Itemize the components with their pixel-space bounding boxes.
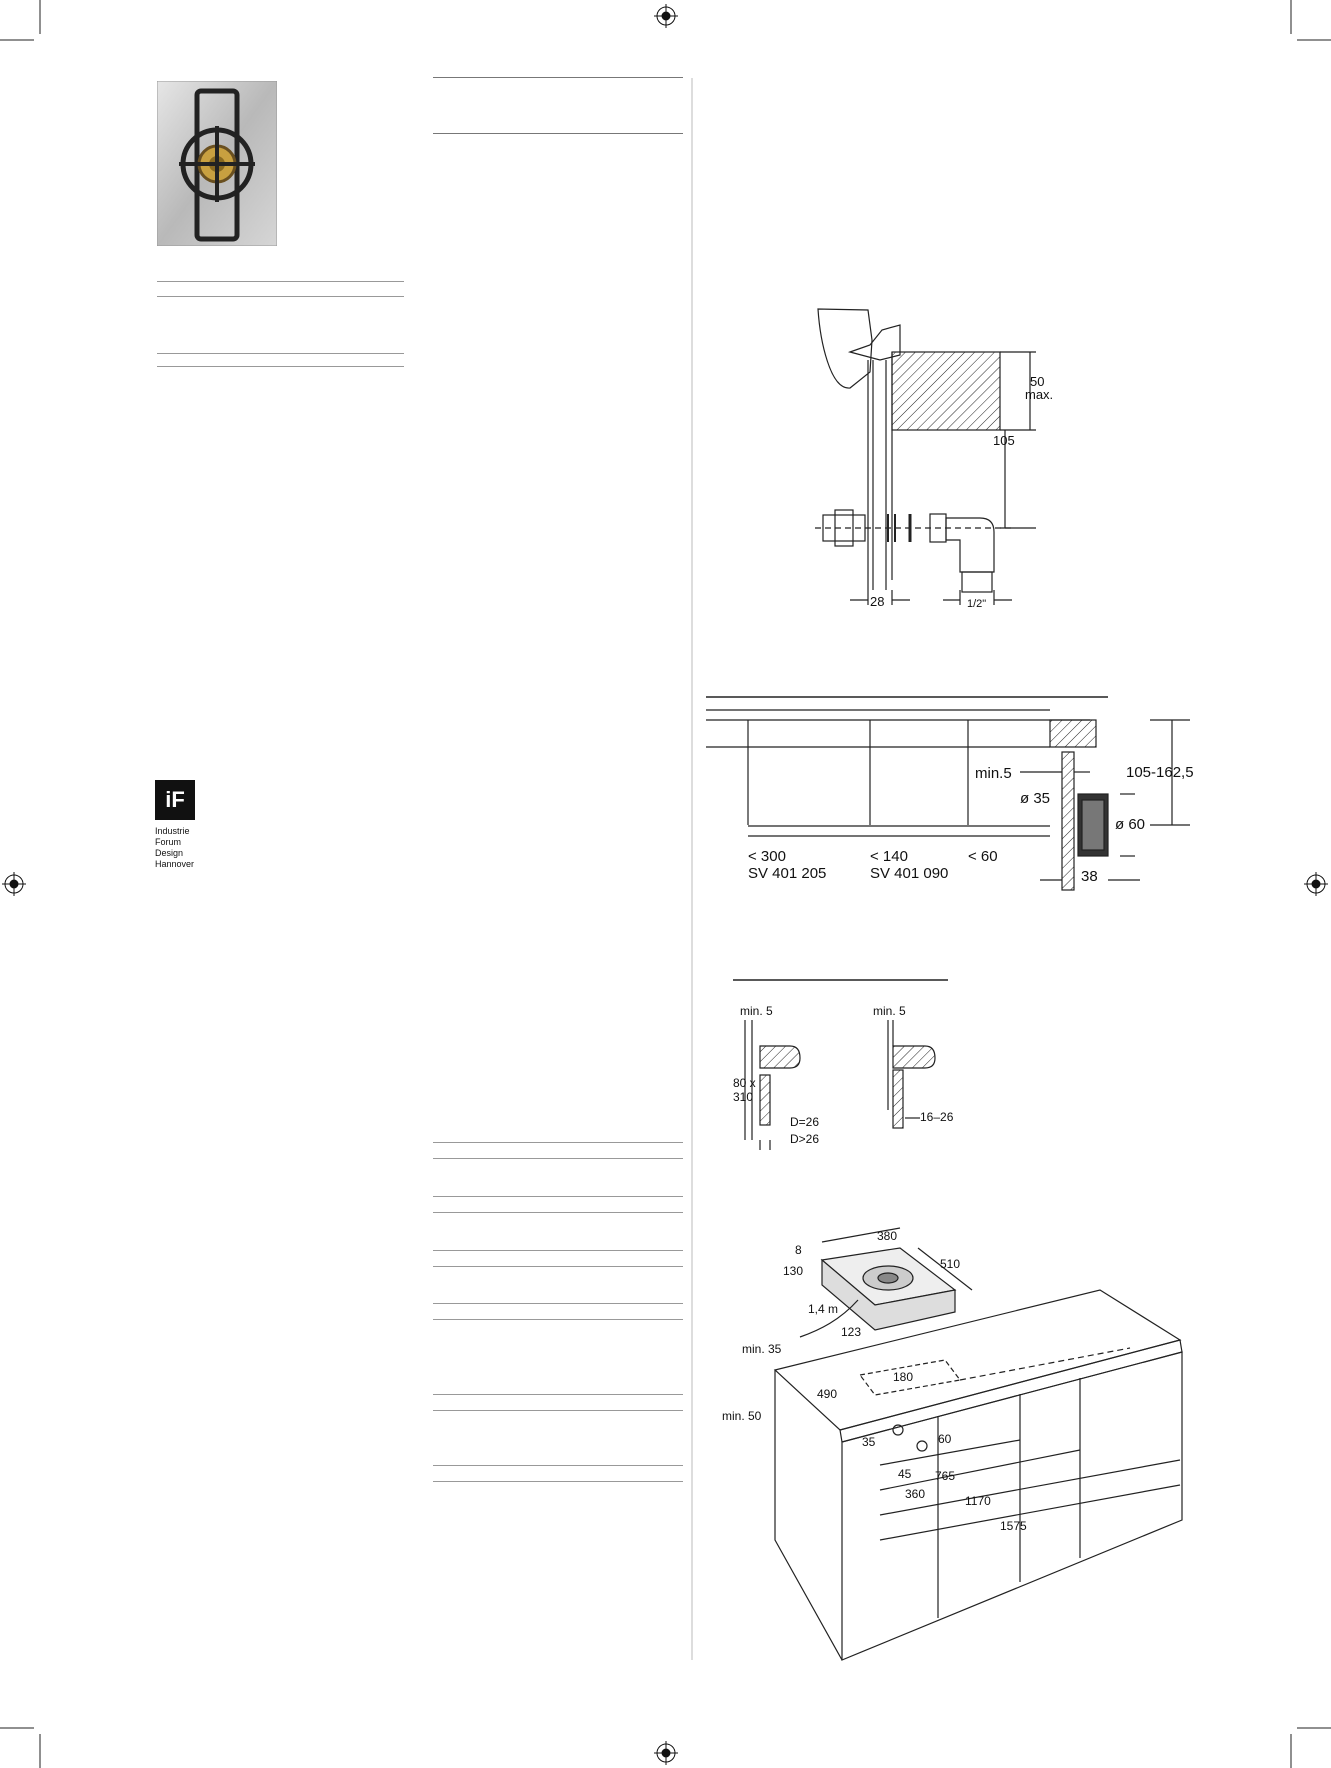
label-sv090: SV 401 090 [870, 865, 948, 882]
dim-35: 35 [862, 1435, 876, 1449]
pan-outline [817, 308, 873, 389]
dim-310: 310 [733, 1090, 753, 1104]
dim-max: max. [1025, 387, 1053, 402]
dim-1575: 1575 [1000, 1519, 1027, 1533]
divider [157, 353, 404, 354]
worktop-section [891, 351, 1001, 431]
dim-dgt26: D>26 [790, 1132, 819, 1146]
dim-lt60: < 60 [968, 848, 998, 865]
dim-380: 380 [877, 1229, 897, 1243]
divider [157, 366, 404, 367]
worktop-edge [1049, 719, 1097, 748]
dim-130: 130 [783, 1264, 803, 1278]
divider [433, 1142, 683, 1143]
logo-line: Industrie [155, 826, 190, 836]
registration-mark-bottom [654, 1741, 678, 1765]
dim-lt140: < 140 [870, 848, 908, 865]
divider [433, 77, 683, 78]
divider [433, 1266, 683, 1267]
dim-28: 28 [870, 594, 884, 609]
dim-1170: 1170 [965, 1494, 991, 1508]
logo-line: Design [155, 848, 184, 858]
divider [433, 1394, 683, 1395]
dim-510: 510 [940, 1257, 960, 1271]
dim-765: 765 [935, 1469, 955, 1483]
wall-section [1061, 751, 1075, 891]
logo-line: Hannover [155, 859, 195, 869]
dim-360: 360 [905, 1487, 925, 1501]
dim-490: 490 [817, 1387, 837, 1401]
gas-connection-point [892, 1424, 904, 1436]
dim-180: 180 [893, 1370, 913, 1384]
divider [433, 1319, 683, 1320]
divider [433, 1410, 683, 1411]
dim-right-min5: min. 5 [873, 1004, 906, 1018]
divider [157, 281, 404, 282]
dim-dia60: ø 60 [1115, 816, 1145, 833]
dim-min35: min. 35 [742, 1342, 782, 1356]
divider [433, 1196, 683, 1197]
dim-1626: 16–26 [920, 1110, 954, 1124]
dim-cable: 1,4 m [808, 1302, 838, 1316]
registration-mark-right [1304, 872, 1328, 896]
dim-lt300: < 300 [748, 848, 786, 865]
dim-50: 50 [1030, 374, 1044, 389]
dim-left-min5: min. 5 [740, 1004, 773, 1018]
label-sv205: SV 401 205 [748, 865, 826, 882]
divider [433, 133, 683, 134]
divider [433, 1465, 683, 1466]
logo-line: Forum [155, 837, 182, 847]
divider [433, 1212, 683, 1213]
dim-dia35: ø 35 [1020, 790, 1050, 807]
divider [157, 296, 404, 297]
divider [433, 1250, 683, 1251]
dim-123: 123 [841, 1325, 861, 1339]
dim-d26: D=26 [790, 1115, 819, 1129]
dim-38: 38 [1081, 868, 1098, 885]
dim-105: 105 [993, 433, 1015, 448]
dim-80x: 80 x [733, 1076, 756, 1090]
registration-mark-left [2, 872, 26, 896]
if-logo-mark: iF [155, 780, 195, 820]
power-cable [799, 1299, 859, 1338]
dim-min5: min.5 [975, 765, 1012, 782]
dim-half-inch: 1/2" [967, 598, 986, 610]
divider [433, 1158, 683, 1159]
dim-range: 105-162,5 [1126, 764, 1194, 781]
divider [433, 1481, 683, 1482]
dim-8: 8 [795, 1243, 802, 1257]
dim-45: 45 [898, 1467, 912, 1481]
product-photo [157, 81, 277, 246]
if-design-logo: iF Industrie Forum Design Hannover [155, 780, 235, 870]
dim-60: 60 [938, 1432, 952, 1446]
registration-mark-top [654, 4, 678, 28]
cabinet [841, 1351, 1183, 1661]
divider [433, 1303, 683, 1304]
dim-min50: min. 50 [722, 1409, 762, 1423]
